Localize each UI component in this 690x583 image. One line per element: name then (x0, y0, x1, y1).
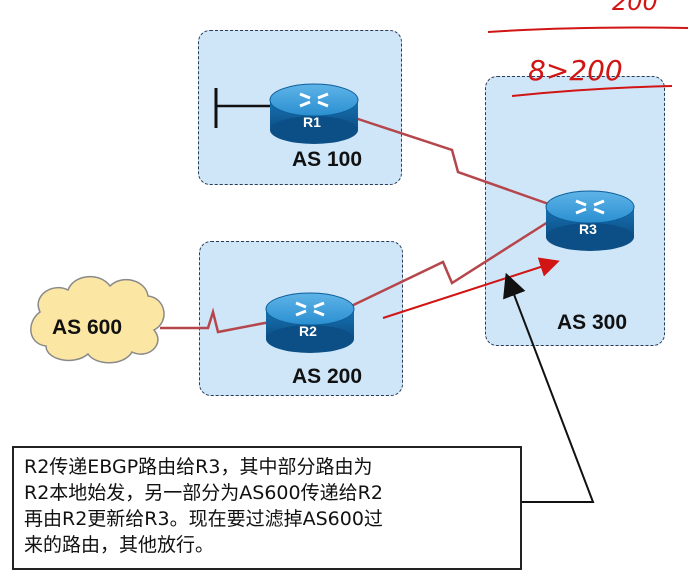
as600-cloud (30, 276, 165, 364)
as200-label: AS 200 (292, 365, 363, 388)
router-r2-label: R2 (299, 323, 317, 339)
router-r3[interactable] (545, 190, 635, 251)
router-r2[interactable] (265, 292, 355, 353)
router-r1[interactable] (269, 83, 359, 144)
as100-label: AS 100 (292, 148, 363, 171)
router-arrows-icon (575, 199, 605, 215)
router-r3-label: R3 (579, 221, 597, 237)
handwritten-annotation: 200 8>200 (487, 0, 689, 97)
router-arrows-icon (295, 301, 325, 317)
router-r1-label: R1 (303, 114, 321, 130)
r1-stub-link (214, 88, 270, 128)
as600-label: AS 600 (52, 316, 123, 339)
description-note: R2传递EBGP路由给R3，其中部分路由为 R2本地始发，另一部分为AS600传… (12, 446, 522, 570)
r1-r3-link (351, 115, 561, 210)
update-direction-arrow (382, 257, 560, 319)
handwriting-top: 200 (612, 0, 658, 16)
as300-label: AS 300 (557, 311, 628, 334)
handwriting-middle: 8>200 (528, 54, 623, 87)
router-arrows-icon (299, 92, 329, 108)
as600-r2-link (160, 307, 271, 334)
r2-r3-link (342, 220, 549, 312)
note-pointer-arrow (503, 272, 595, 503)
